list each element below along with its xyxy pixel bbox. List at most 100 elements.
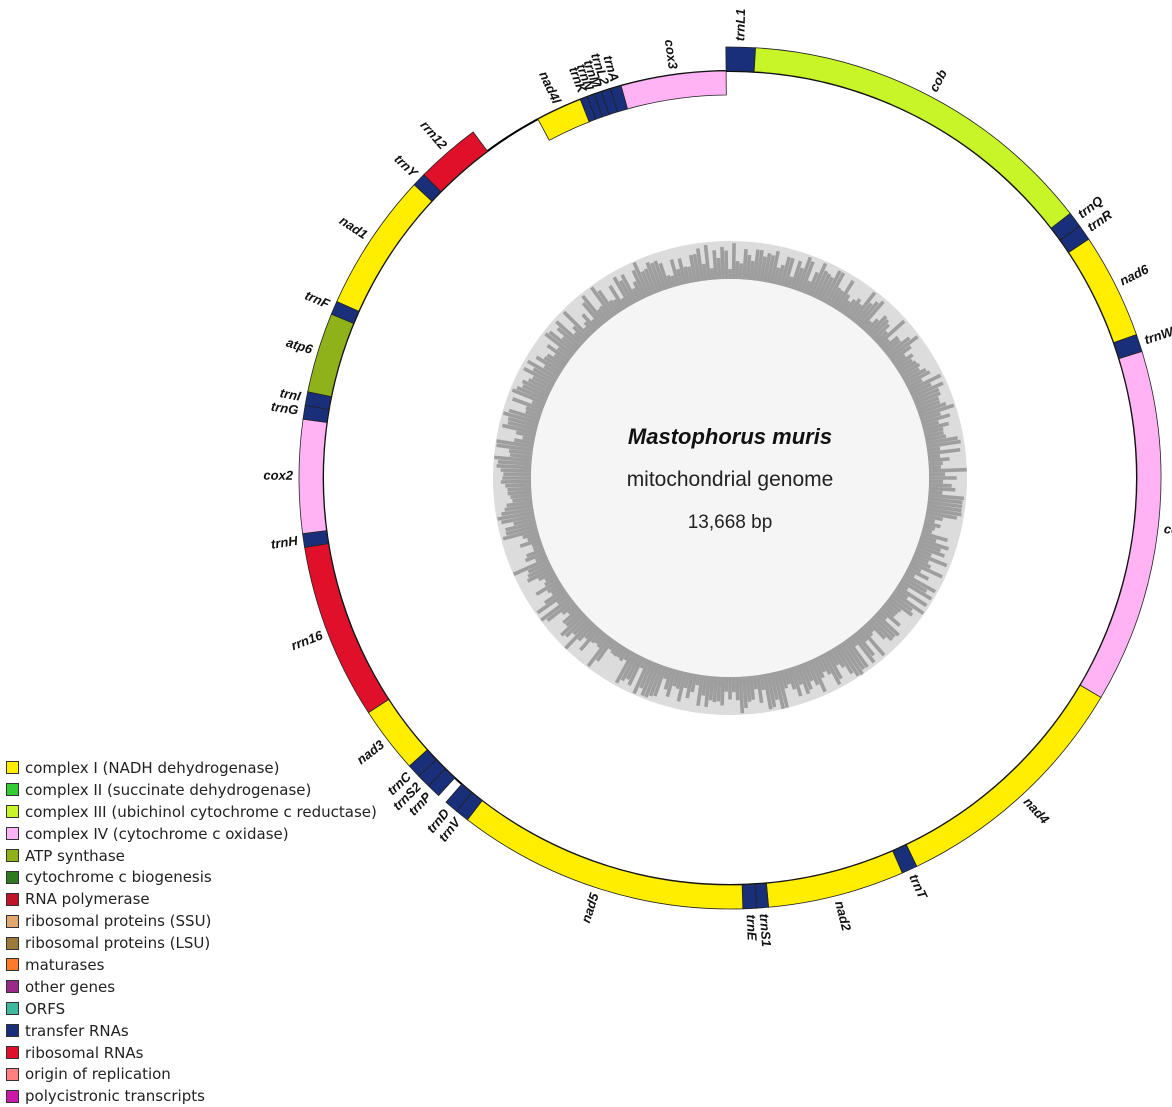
gc-bar <box>524 550 547 563</box>
gc-bar <box>893 587 909 600</box>
gc-bar <box>779 256 791 287</box>
gene-arc-nad6 <box>1068 238 1137 344</box>
gc-bar <box>815 273 832 300</box>
gc-bar <box>663 666 671 680</box>
legend: complex I (NADH dehydrogenase)complex II… <box>6 757 377 1107</box>
gc-bar <box>830 289 845 309</box>
gc-bar <box>505 521 537 532</box>
gc-bar <box>669 259 681 287</box>
gene-label-nad4l: nad4l <box>536 69 564 106</box>
gc-bar <box>572 617 591 636</box>
gc-bar <box>851 633 876 664</box>
gene-arc-trnl1 <box>725 46 756 73</box>
gc-bar <box>564 619 594 650</box>
gc-bar <box>709 268 715 280</box>
gc-bar <box>507 486 532 492</box>
gc-bar <box>783 257 795 288</box>
gc-bar <box>818 654 832 675</box>
gc-bar <box>891 353 907 366</box>
gc-bar <box>716 676 722 702</box>
gc-bar <box>620 652 639 682</box>
gc-bar <box>917 541 942 553</box>
gc-bar <box>883 339 902 355</box>
gc-bar <box>683 266 691 284</box>
gc-bar <box>590 629 604 644</box>
genome-size: 13,668 bp <box>688 512 773 533</box>
gene-label-cox2: cox2 <box>263 468 293 483</box>
gene-arc-nad1 <box>336 184 433 312</box>
gc-bar <box>623 649 633 661</box>
gc-bar <box>738 263 744 280</box>
legend-swatch <box>6 1002 19 1016</box>
legend-label: origin of replication <box>25 1065 171 1084</box>
gc-bar <box>899 362 921 378</box>
gc-bar <box>670 275 677 288</box>
gc-bar <box>562 310 591 339</box>
gc-bar <box>534 554 548 563</box>
gc-bar <box>496 439 534 449</box>
gc-bar <box>608 284 627 311</box>
gc-bar <box>560 612 586 637</box>
gc-bar <box>918 537 950 551</box>
gc-bar <box>535 355 563 375</box>
gc-bar <box>889 593 913 612</box>
gc-bar <box>909 382 932 396</box>
legend-swatch <box>6 1046 19 1060</box>
legend-item: origin of replication <box>6 1063 377 1085</box>
gc-bar <box>923 427 944 435</box>
gc-bar <box>618 647 630 662</box>
gc-bar <box>830 647 846 669</box>
gene-labels: trnL1cobtrnQtrnRnad6trnWcox1nad4trnTnad2… <box>263 8 1172 947</box>
gc-bar <box>901 367 920 381</box>
legend-item: maturases <box>6 954 377 976</box>
gc-bar <box>507 420 538 432</box>
gc-bar <box>632 659 651 695</box>
gc-bar <box>928 465 941 470</box>
gc-bar <box>531 541 543 548</box>
gc-bar <box>577 622 596 642</box>
gc-bar <box>906 566 930 581</box>
gc-bar <box>631 269 648 299</box>
legend-label: complex II (succinate dehydrogenase) <box>25 780 312 799</box>
gc-bar <box>796 256 813 292</box>
gc-bar <box>608 639 618 651</box>
gc-bar <box>824 651 843 680</box>
gc-bar <box>842 639 866 670</box>
gene-label-trni: trnI <box>279 385 303 404</box>
gc-bar <box>526 359 559 381</box>
gc-bar <box>827 287 842 307</box>
gc-bar <box>496 463 532 470</box>
gene-arc-trnd <box>445 783 473 812</box>
gc-bar <box>759 256 767 282</box>
gc-bar <box>909 560 943 579</box>
gc-bar <box>594 631 607 645</box>
gc-bar <box>913 550 948 568</box>
gc-content-bars <box>494 243 967 714</box>
gc-bar <box>704 675 711 708</box>
gc-bar <box>927 454 941 459</box>
gc-bar <box>586 635 612 668</box>
gene-label-trng: trnG <box>270 399 299 418</box>
gc-bar <box>509 453 533 459</box>
gene-label-nad1: nad1 <box>337 213 371 242</box>
gc-bar <box>712 250 718 280</box>
gc-bar <box>869 318 890 339</box>
gc-bar <box>512 557 549 576</box>
legend-item: complex I (NADH dehydrogenase) <box>6 757 377 779</box>
gc-bar <box>812 270 829 299</box>
gc-bar <box>806 271 819 296</box>
gc-bar <box>762 673 773 710</box>
gc-bar <box>553 353 569 366</box>
legend-item: polycistronic transcripts <box>6 1085 377 1107</box>
gene-arc-nad2 <box>765 850 903 908</box>
gc-bar <box>924 517 936 524</box>
gc-bar <box>616 645 627 659</box>
gc-bar <box>497 459 532 466</box>
gc-bar <box>856 301 879 327</box>
gc-bar <box>818 276 834 302</box>
gene-label-trnw: trnW <box>1142 323 1172 347</box>
gc-bar <box>735 676 740 701</box>
gc-bar <box>653 260 667 291</box>
gene-arc-nad4 <box>905 684 1102 867</box>
